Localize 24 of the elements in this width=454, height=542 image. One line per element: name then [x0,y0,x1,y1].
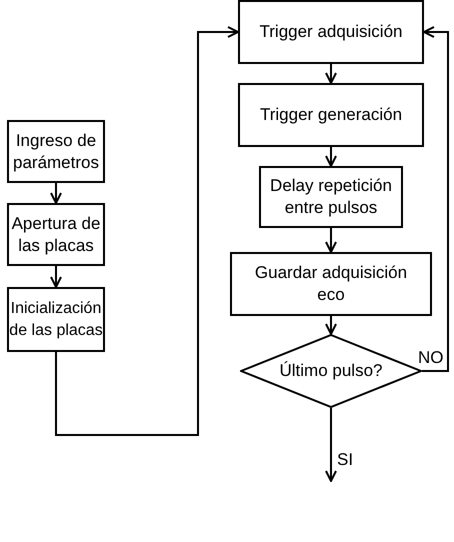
process-box [238,0,424,64]
node-text: Trigger adquisición [260,21,402,43]
node-text: Delay repetición entre pulsos [269,175,393,219]
node-text: Inicialización de las placas [9,298,103,340]
arrow [55,26,239,436]
node-text: Ingreso de parámetros [12,130,100,174]
arrow [325,408,337,482]
arrow [50,183,62,204]
process-box [259,166,403,228]
arrow [325,228,337,253]
node-text: Trigger generación [260,104,402,126]
node-text: Último pulso? [280,360,382,382]
process-box [7,287,105,352]
process-box [238,83,424,147]
arrow [422,26,449,372]
arrow [325,147,337,167]
arrow [325,316,337,335]
process-box [7,120,105,183]
node-text: Apertura de las placas [10,212,102,256]
arrow [325,64,337,84]
process-box [230,252,432,316]
node-text: Guardar adquisición eco [254,262,408,306]
process-box [7,203,105,266]
arrow [50,266,62,288]
